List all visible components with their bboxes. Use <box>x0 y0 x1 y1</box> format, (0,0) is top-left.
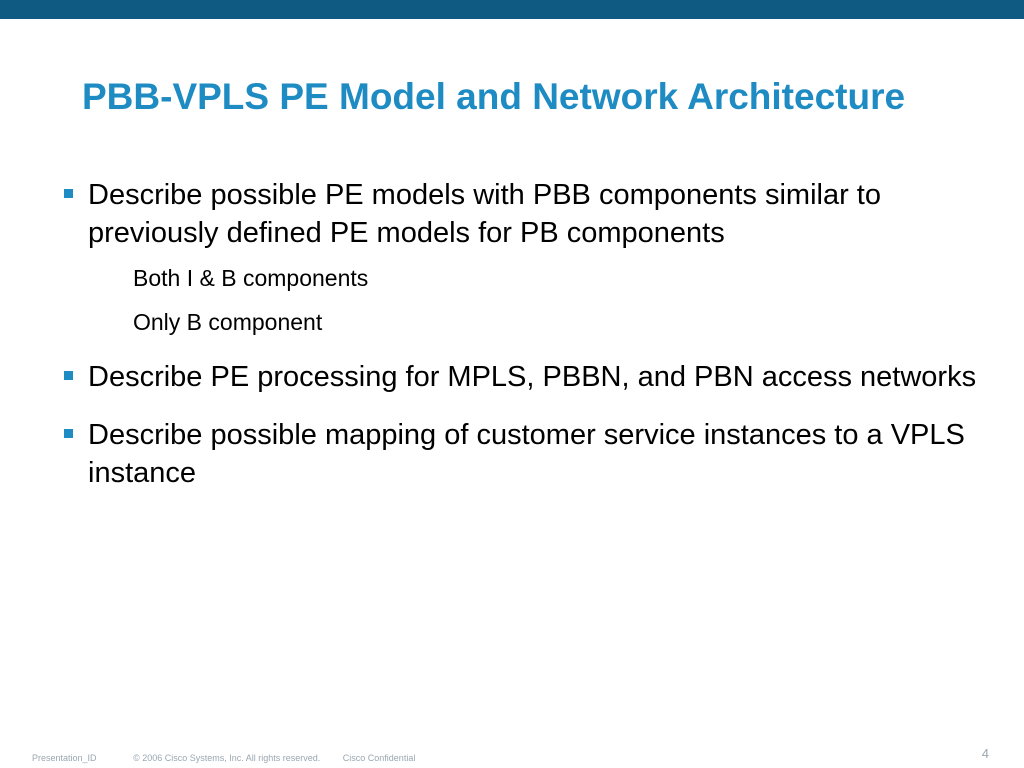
slide-title: PBB-VPLS PE Model and Network Architectu… <box>82 76 906 117</box>
bullet-item: Describe possible mapping of customer se… <box>60 416 980 492</box>
sub-bullet-item: Only B component <box>133 309 323 335</box>
footer: Presentation_ID © 2006 Cisco Systems, In… <box>32 753 449 763</box>
square-bullet-icon <box>64 429 73 438</box>
bullet-text: Describe PE processing for MPLS, PBBN, a… <box>88 361 977 393</box>
bullet-item: Describe possible PE models with PBB com… <box>60 176 980 252</box>
bullet-item: Describe PE processing for MPLS, PBBN, a… <box>60 358 980 396</box>
page-number: 4 <box>981 746 989 761</box>
sub-bullet-list: Both I & B components Only B component <box>60 256 980 344</box>
footer-confidential: Cisco Confidential <box>342 753 416 763</box>
sub-bullet-item: Both I & B components <box>133 265 369 291</box>
square-bullet-icon <box>64 189 73 198</box>
bullet-text: Describe possible mapping of customer se… <box>88 419 965 489</box>
footer-copyright: © 2006 Cisco Systems, Inc. All rights re… <box>133 753 321 763</box>
slide-content: Describe possible PE models with PBB com… <box>60 176 980 492</box>
bullet-text: Describe possible PE models with PBB com… <box>88 179 881 249</box>
footer-presentation-id: Presentation_ID <box>32 753 97 763</box>
square-bullet-icon <box>64 371 73 380</box>
top-bar <box>0 0 1024 19</box>
